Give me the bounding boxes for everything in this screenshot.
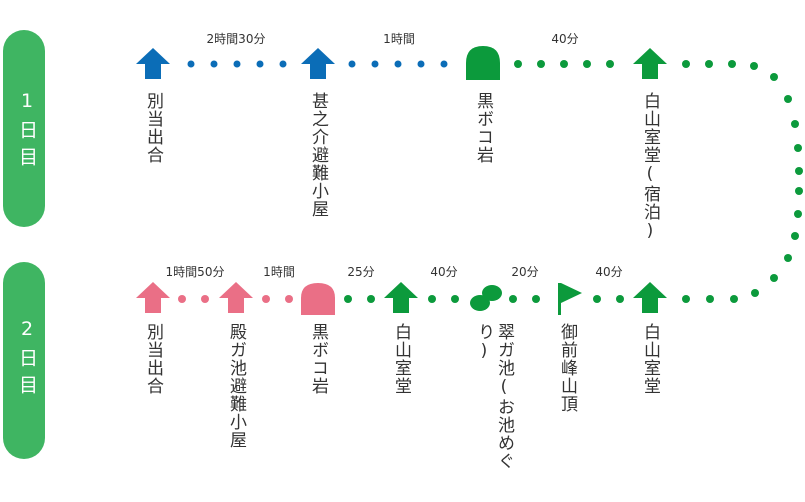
day2-stop-3: 黒ボコ岩	[308, 323, 328, 395]
day2-stop-5: 翠ガ池(お池めぐり)	[474, 323, 514, 470]
day2-duration-6: 40分	[595, 265, 623, 279]
day1-duration-2: 1時間	[383, 32, 415, 46]
day2-badge	[3, 262, 45, 459]
day2-path-green	[344, 295, 624, 303]
day1-stop-4: 白山室堂(宿泊)	[640, 92, 660, 242]
house-icon	[136, 48, 170, 79]
day1-stop-1: 別当出合	[143, 92, 163, 164]
day2-duration-3: 25分	[347, 265, 375, 279]
day2-duration-2: 1時間	[263, 265, 295, 279]
day2-stop-7: 白山室堂	[640, 323, 660, 395]
house-icon	[384, 282, 418, 313]
day2-stop-2: 殿ガ池避難小屋	[226, 323, 246, 449]
day1-label: 1日目	[16, 90, 38, 174]
day2-duration-5: 20分	[511, 265, 539, 279]
house-icon	[219, 282, 253, 313]
day1-badge	[3, 30, 45, 227]
day1-stop-2: 甚之介避難小屋	[308, 92, 328, 218]
day2-label: 2日目	[16, 318, 38, 402]
summit-flag-icon	[558, 283, 582, 315]
rock-icon	[301, 283, 335, 315]
day2-stop-6: 御前峰山頂	[557, 323, 577, 413]
day1-duration-1: 2時間30分	[206, 32, 266, 46]
pond-icon	[470, 285, 502, 311]
day2-duration-4: 40分	[430, 265, 458, 279]
day1-path-green	[514, 60, 803, 303]
house-icon	[136, 282, 170, 313]
day2-stop-4: 白山室堂	[391, 323, 411, 395]
day2-path-pink	[178, 295, 293, 303]
day2-duration-1: 1時間50分	[165, 265, 225, 279]
house-icon	[633, 282, 667, 313]
day1-stop-3: 黒ボコ岩	[473, 92, 493, 164]
house-icon	[301, 48, 335, 79]
day2-stop-1: 別当出合	[143, 323, 163, 395]
rock-icon	[466, 46, 500, 80]
house-icon	[633, 48, 667, 79]
day1-path-blue	[187, 60, 448, 68]
day1-duration-3: 40分	[551, 32, 579, 46]
